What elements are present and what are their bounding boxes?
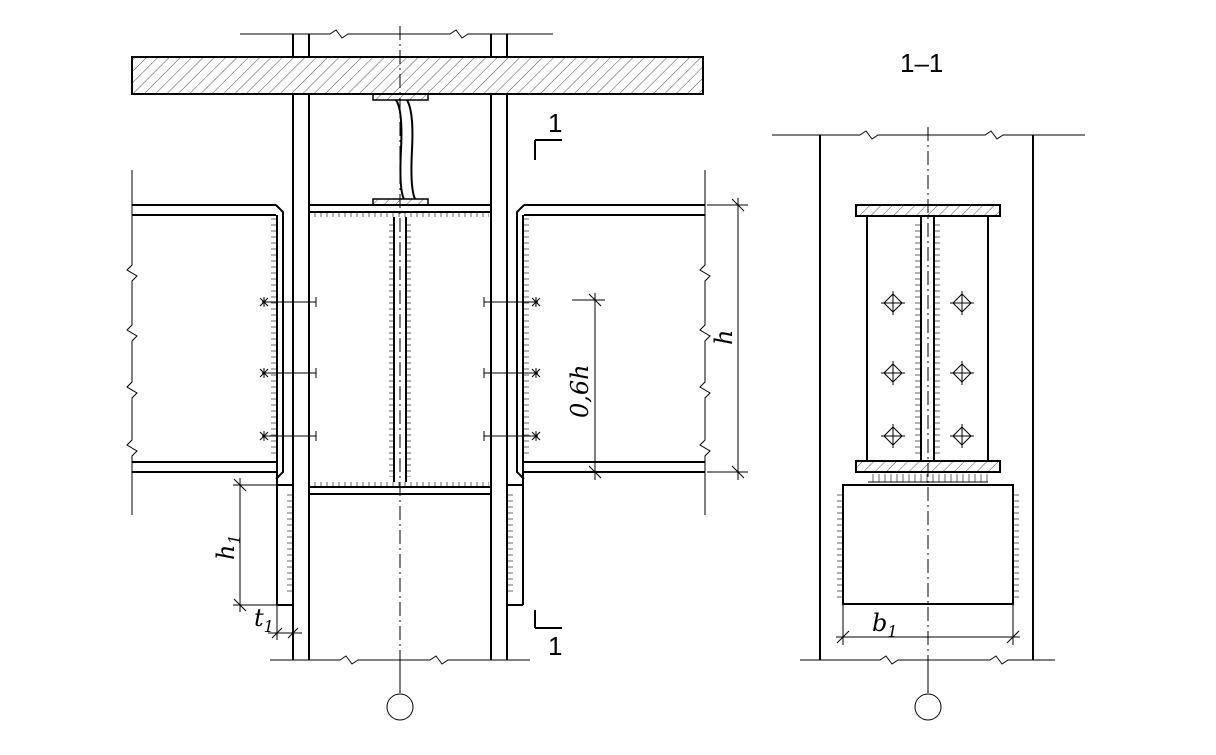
svg-text:1: 1 [548,108,562,138]
section-mark-bottom: 1 [534,610,562,661]
bolts-left [259,297,317,441]
dimension-t1: t1 [254,604,302,640]
end-plate-left [271,215,293,606]
section-top-plate [855,204,1001,217]
dimension-h: h [707,198,748,480]
section-mark-top: 1 [534,108,562,160]
svg-text:h: h [710,330,738,345]
girder-web [389,217,411,482]
axis-bubble-right [914,693,942,721]
dimension-0-6h: 0,6h [566,293,605,480]
girder-top-flange [309,204,491,217]
section-stiffener [866,216,989,461]
girder-bottom-flange [309,482,491,495]
end-plate-right [507,215,529,606]
bolts-right [483,297,541,441]
left-beam [126,170,284,515]
svg-text:t1: t1 [254,604,274,636]
svg-text:h1: h1 [212,534,244,560]
dimension-b1: b1 [836,604,1020,645]
elevation-view: 1 1 h 0,6h [126,26,748,721]
section-bottom-plate [855,460,1001,473]
right-column [490,34,508,660]
svg-text:0,6h: 0,6h [566,364,594,418]
svg-text:1: 1 [548,631,562,661]
dimension-h1: h1 [212,478,277,612]
section-title: 1–1 [900,48,943,78]
left-column [292,34,310,660]
i-beam-strut [372,93,429,206]
axis-bubble-left [386,693,414,721]
right-beam [516,170,711,515]
section-base-block [837,474,1019,605]
section-view: 1–1 [772,48,1085,721]
floor-slab [131,56,704,95]
section-bolts [881,291,974,448]
svg-text:b1: b1 [872,609,898,641]
